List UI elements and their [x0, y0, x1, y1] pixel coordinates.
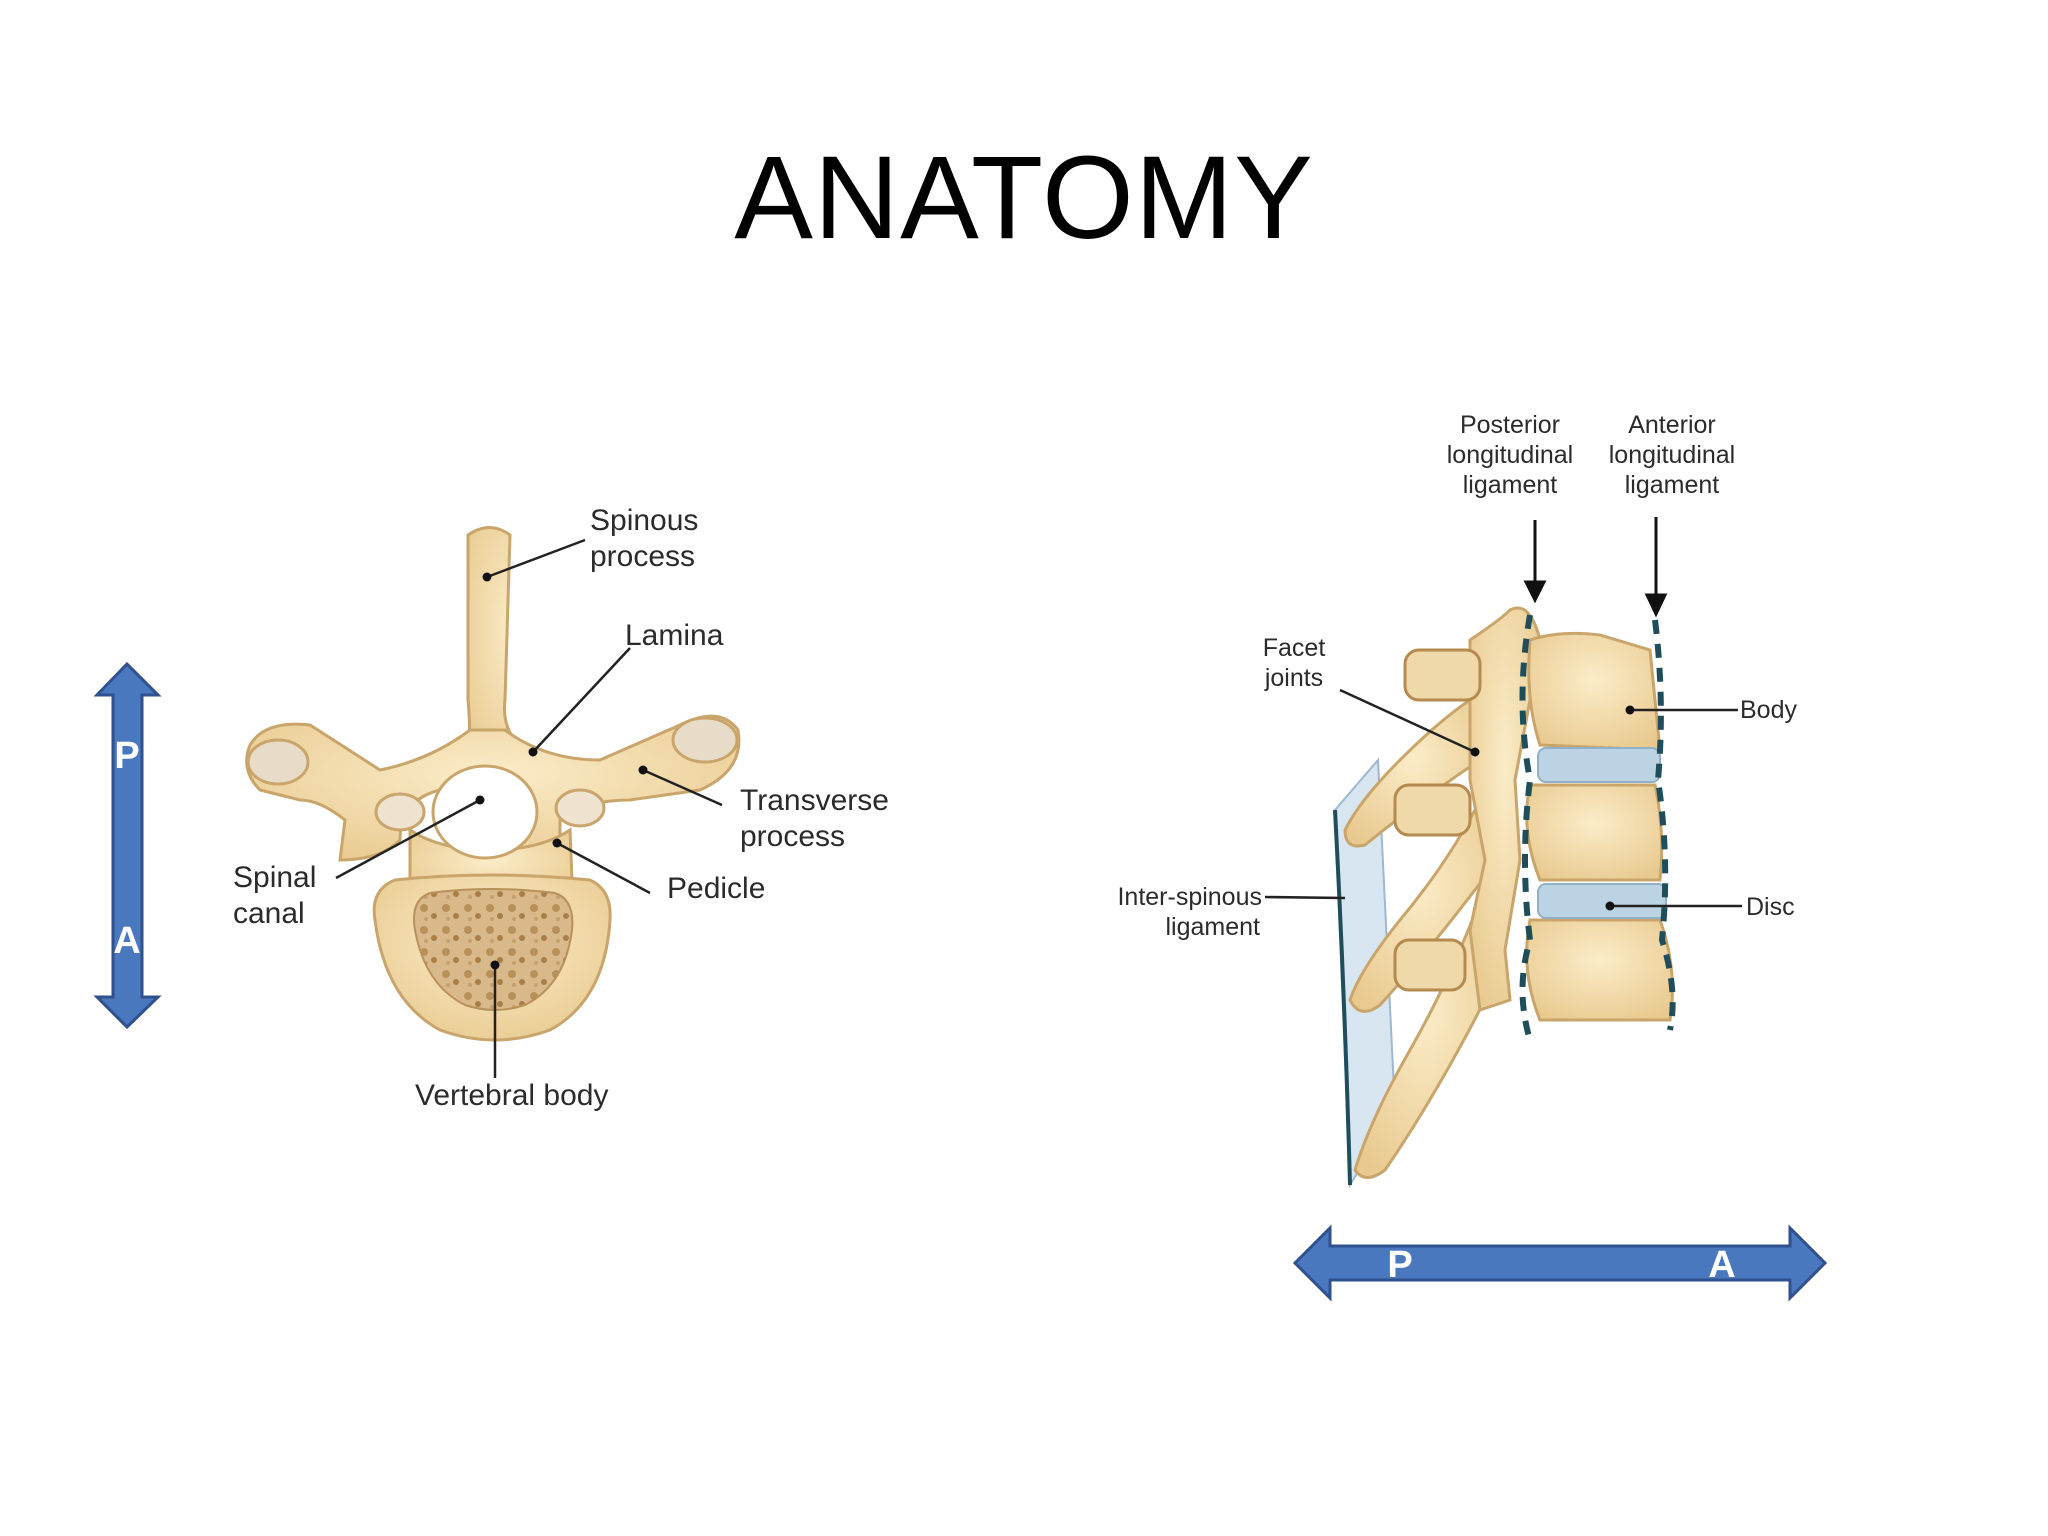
- label-pedicle: Pedicle: [667, 872, 765, 905]
- label-body: Body: [1740, 696, 1797, 724]
- left-transverse-tip: [246, 738, 310, 786]
- right-facet: [554, 788, 606, 828]
- label-spinal-canal-line2: canal: [233, 897, 305, 930]
- label-spinous-process-line1: Spinous: [590, 504, 698, 537]
- label-lamina: Lamina: [625, 619, 724, 652]
- label-vertebral-body: Vertebral body: [415, 1079, 608, 1112]
- label-spinal-canal-line1: Spinal: [233, 861, 316, 894]
- label-interspinous-ligament-line1: Inter-spinous: [1117, 883, 1262, 911]
- vertebral-body-middle: [1525, 783, 1664, 882]
- right-leader-dots: [1470, 705, 1635, 911]
- facet-joint-upper: [1403, 648, 1482, 702]
- anterior-longitudinal-ligament: [1652, 619, 1676, 1031]
- right-leader-lines: [1264, 688, 1742, 908]
- arrow-label-posterior-horizontal: P: [1387, 1244, 1412, 1286]
- vertebral-body-upper: [1527, 631, 1662, 752]
- facet-joint-middle: [1393, 783, 1472, 837]
- spinal-canal-shape: [431, 764, 539, 860]
- label-posterior-ligament-line3: ligament: [1463, 471, 1558, 499]
- label-facet-joints-line2: joints: [1264, 664, 1323, 692]
- disc-upper: [1537, 747, 1661, 783]
- ligament-pointer-arrows: [1523, 517, 1668, 618]
- left-leader-dots: [475, 572, 648, 970]
- label-posterior-ligament-line1: Posterior: [1460, 411, 1560, 439]
- disc-lower: [1537, 883, 1667, 919]
- label-anterior-ligament-line1: Anterior: [1628, 411, 1716, 439]
- label-anterior-ligament-line2: longitudinal: [1609, 441, 1736, 469]
- arrow-label-posterior: P: [114, 735, 139, 777]
- horizontal-orientation-arrow: P A: [1292, 1224, 1828, 1302]
- label-transverse-process-line1: Transverse: [740, 784, 889, 817]
- vertebral-body-cancellous: [413, 888, 574, 1011]
- arrow-label-anterior-horizontal: A: [1708, 1244, 1735, 1286]
- sagittal-spine-diagram: Posterior longitudinal ligament Anterior…: [1117, 411, 1797, 1189]
- label-disc: Disc: [1746, 893, 1795, 921]
- label-interspinous-ligament-line2: ligament: [1166, 913, 1261, 941]
- label-transverse-process-line2: process: [740, 820, 845, 853]
- vertebral-body-lower: [1525, 918, 1674, 1022]
- label-spinous-process-line2: process: [590, 540, 695, 573]
- label-anterior-ligament-line3: ligament: [1625, 471, 1720, 499]
- interspinous-ligament-edge: [1333, 809, 1352, 1186]
- left-leader-lines: [335, 538, 723, 1078]
- axial-vertebra-diagram: Spinous process Lamina Transverse proces…: [233, 504, 889, 1112]
- arrow-label-anterior: A: [113, 920, 140, 962]
- right-transverse-tip: [671, 716, 739, 764]
- facet-joint-lower: [1393, 938, 1467, 992]
- vertical-orientation-arrow: P A: [93, 661, 162, 1030]
- label-facet-joints-line1: Facet: [1263, 634, 1326, 662]
- label-posterior-ligament-line2: longitudinal: [1447, 441, 1574, 469]
- posterior-longitudinal-ligament: [1519, 614, 1534, 1041]
- posterior-elements: [1468, 606, 1542, 1013]
- left-facet: [374, 792, 426, 832]
- slide-title: ANATOMY: [734, 132, 1314, 264]
